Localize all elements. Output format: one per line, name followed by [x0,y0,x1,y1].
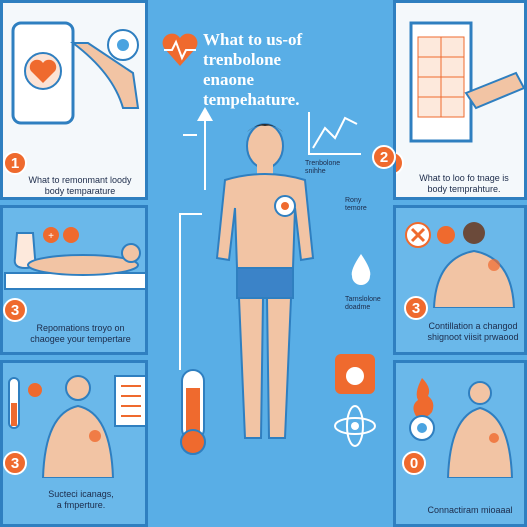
step-number-3-left: 3 [3,298,27,322]
caption-p0: Connactiram mioaaal [427,505,513,515]
chest-chart-illustration [8,375,145,478]
panel-clipboard: 2 What to loo fo tnage is body temprahtu… [393,0,527,200]
drop-label: Tarnslolone doadme [345,296,381,311]
step-number-2-center: 2 [372,145,396,169]
back-illustration [405,222,516,308]
lying-person-illustration: + [4,227,145,290]
panel-lying-person: + 3 Repomations troyo on chaogee your te… [0,205,148,355]
heart-pulse-icon [162,33,198,66]
chart-label: Trenbolone snihhe [305,160,341,175]
flask-atom-icon [334,354,376,447]
step-number-3-right: 3 [404,296,428,320]
caption-p1: What to remonmant loody body temparature [28,175,132,196]
thermometer-icon [179,213,206,455]
caption-p2: What to loo fo tnage is body temprahture… [419,173,509,194]
standing-man-figure [215,123,315,439]
caption-p3-right: Contillation a changod shignoot viisit p… [427,321,519,342]
svg-text:+: + [48,231,54,242]
panel-flames: 0 Connactiram mioaaal [393,360,527,527]
clipboard-illustration [409,21,524,143]
tablet-heart-illustration [11,21,140,125]
body-label: Rony temore [345,197,367,212]
step-number-3-bottom: 3 [3,451,27,475]
caption-p3-left: Repomations troyo on chaogee your temper… [30,323,131,344]
line-chart-icon [308,112,361,155]
water-drop-icon [351,254,371,285]
panel-back: 3 Contillation a changod shignoot viisit… [393,205,527,355]
up-arrow-icon [183,107,213,190]
flames-illustration [409,378,514,478]
panel-chest-chart: 3 Sucteci icanags, a fmperture. [0,360,148,527]
panel-tablet-heart: 1 What to remonmant loody body temparatu… [0,0,148,200]
step-number-0: 0 [402,451,426,475]
page-title: What to us-of trenbolone enaone tempehat… [203,30,303,109]
step-number-1: 1 [3,151,27,175]
caption-p3-bottom: Sucteci icanags, a fmperture. [48,489,114,510]
